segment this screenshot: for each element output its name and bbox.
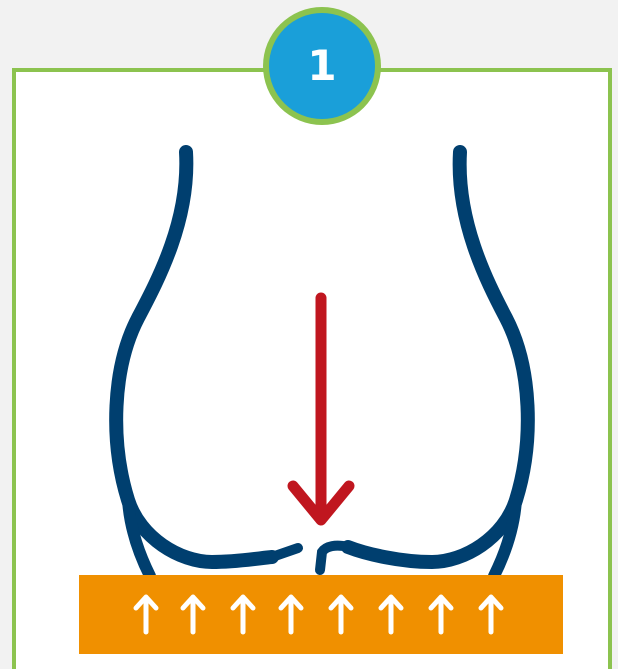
- cleft-right-edge: [320, 546, 348, 570]
- down-arrow-icon: [293, 298, 349, 520]
- cleft-left-edge: [272, 548, 298, 557]
- left-buttock-outline: [116, 152, 272, 562]
- step-badge: 1: [263, 7, 381, 125]
- right-buttock-outline: [348, 152, 528, 562]
- step-number: 1: [307, 45, 336, 87]
- step-badge-inner: 1: [269, 13, 375, 119]
